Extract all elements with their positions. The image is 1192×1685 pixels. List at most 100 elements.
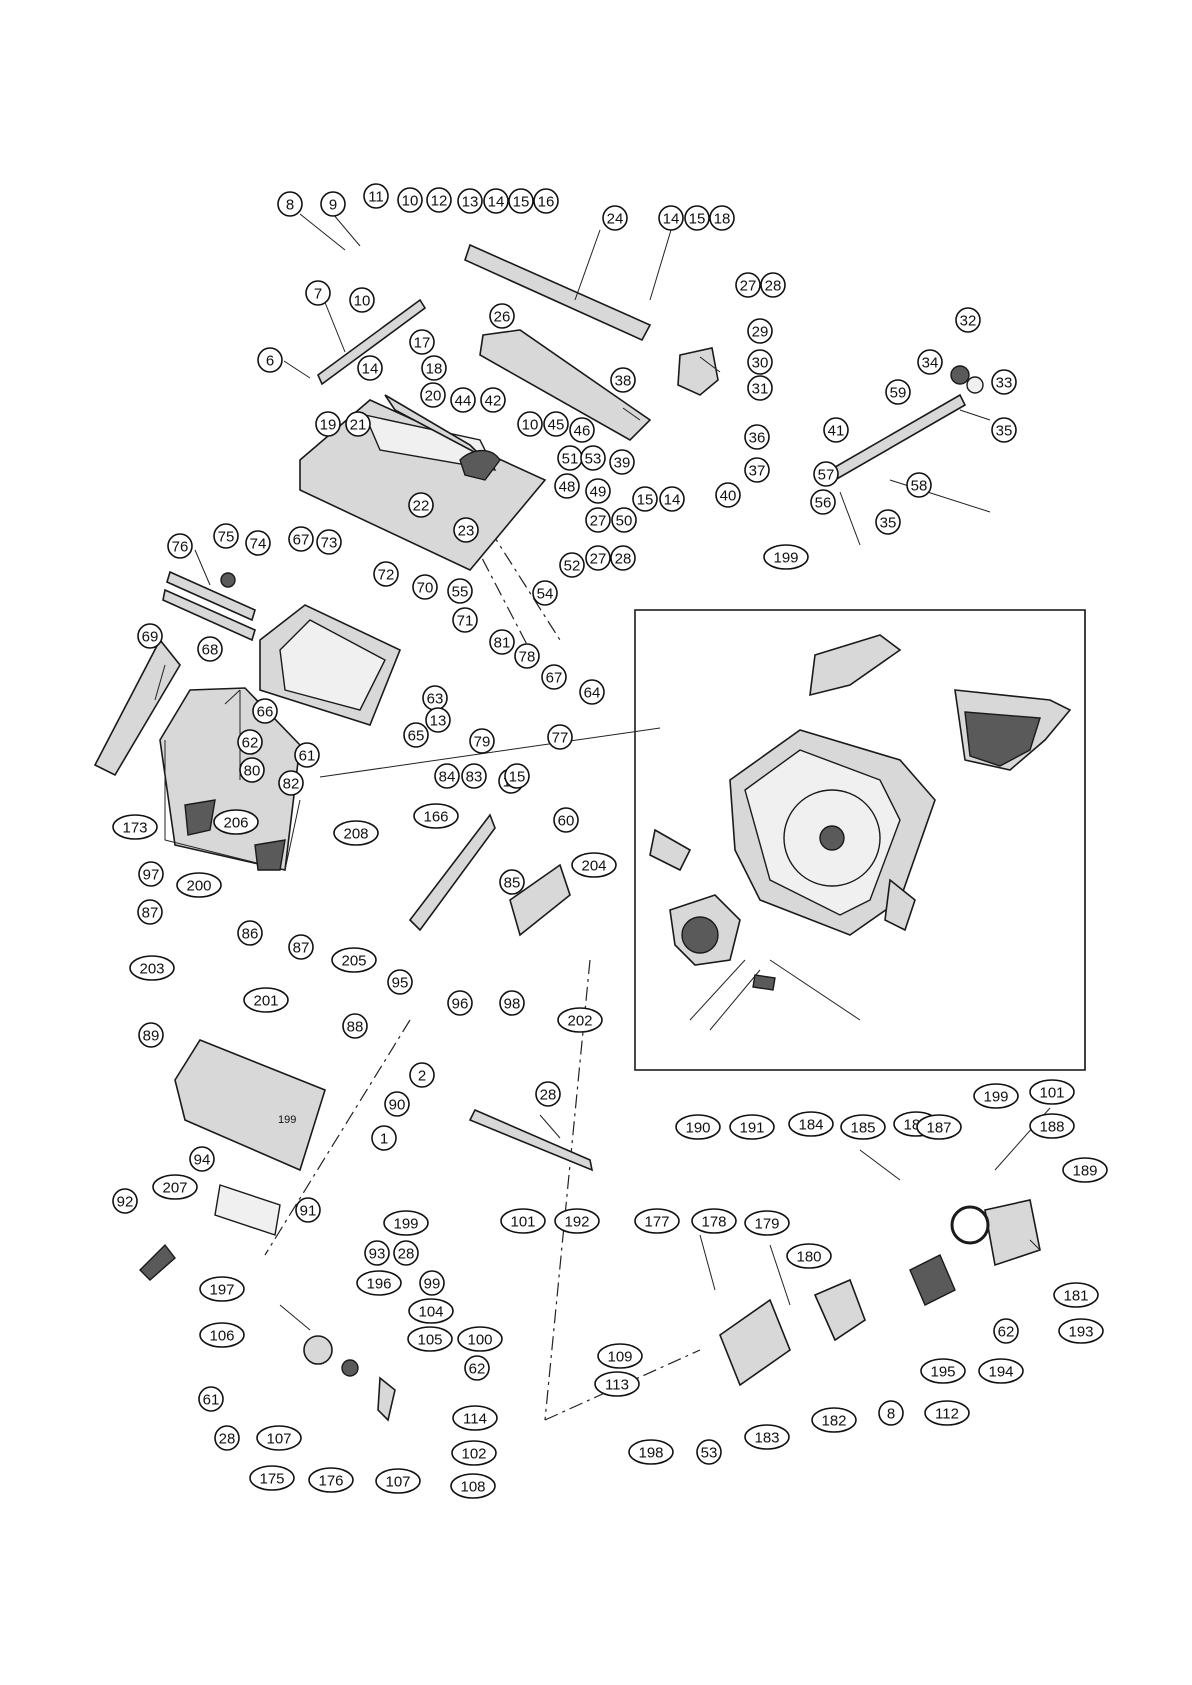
part-callout: 101 [1029,1079,1075,1105]
part-callout: 16 [533,188,559,214]
callout-bubble [517,411,543,437]
callout-bubble [1029,1113,1075,1139]
callout-bubble [199,1322,245,1348]
callout-bubble [138,861,164,887]
part-callout: 24 [602,205,628,231]
callout-bubble [112,814,158,840]
part-callout: 46 [569,417,595,443]
part-callout: 62 [237,729,263,755]
callout-bubble [315,411,341,437]
callout-number: 30 [752,355,769,372]
callout-bubble [585,545,611,571]
part-callout: 72 [373,561,399,587]
part-callout: 193 [1058,1318,1104,1344]
callout-bubble [237,729,263,755]
part-callout: 94 [189,1146,215,1172]
callout-number: 46 [574,423,591,440]
part-callout: 97 [138,861,164,887]
callout-bubble [213,523,239,549]
callout-number: 50 [616,513,633,530]
callout-number: 48 [559,479,576,496]
callout-bubble [288,934,314,960]
callout-number: 22 [413,498,430,515]
callout-number: 109 [607,1349,632,1366]
part-callout: 21 [345,411,371,437]
callout-bubble [256,1425,302,1451]
callout-bubble [451,1440,497,1466]
callout-number: 70 [417,580,434,597]
callout-number: 85 [504,875,521,892]
callout-bubble [483,188,509,214]
callout-number: 10 [402,193,419,210]
part-callout: 107 [375,1468,421,1494]
part-callout: 51 [557,445,583,471]
part-callout: 15 [632,486,658,512]
part-callout: 109 [597,1343,643,1369]
callout-number: 205 [341,953,366,970]
callout-number: 78 [519,649,536,666]
callout-bubble [840,1114,886,1140]
callout-number: 18 [426,361,443,378]
callout-number: 35 [880,515,897,532]
callout-number: 208 [343,826,368,843]
callout-bubble [308,1467,354,1493]
callout-bubble [532,580,558,606]
callout-bubble [973,1083,1019,1109]
callout-number: 69 [142,629,159,646]
callout-bubble [480,387,506,413]
part-callout: 22 [408,492,434,518]
callout-bubble [585,478,611,504]
part-callout: 70 [412,574,438,600]
callout-bubble [597,1343,643,1369]
callout-bubble [632,486,658,512]
callout-number: 207 [162,1180,187,1197]
callout-bubble [434,763,460,789]
callout-bubble [320,191,346,217]
callout-bubble [408,492,434,518]
part-callout: 39 [609,449,635,475]
part-callout: 183 [744,1424,790,1450]
callout-number: 13 [462,194,479,211]
part-callout: 99 [419,1270,445,1296]
callout-number: 114 [463,1411,487,1428]
part-callout: 191 [729,1114,775,1140]
callout-bubble [450,387,476,413]
callout-bubble [413,803,459,829]
callout-bubble [715,482,741,508]
callout-bubble [407,1326,453,1352]
part-callout: 185 [840,1114,886,1140]
callout-bubble [176,872,222,898]
callout-number: 79 [474,734,491,751]
part-callout: 178 [691,1208,737,1234]
part-callout: 58 [906,472,932,498]
callout-number: 21 [350,417,367,434]
callout-bubble [426,187,452,213]
part-callout: 93 [364,1240,390,1266]
part-callout: 92 [112,1188,138,1214]
callout-number: 39 [614,455,631,472]
part-callout: 63 [422,685,448,711]
callout-bubble [991,369,1017,395]
callout-bubble [744,424,770,450]
part-callout: 8 [277,191,303,217]
callout-bubble [747,318,773,344]
callout-number: 42 [485,393,502,410]
callout-bubble [602,205,628,231]
part-callout: 189 [1062,1157,1108,1183]
callout-bubble [294,742,320,768]
callout-number: 179 [754,1216,779,1233]
callout-number: 17 [414,335,431,352]
part-callout: 204 [571,852,617,878]
callout-bubble [342,1013,368,1039]
callout-bubble [489,629,515,655]
callout-bubble [425,707,451,733]
callout-bubble [823,417,849,443]
part-callout: 90 [384,1091,410,1117]
part-callout: 13 [457,188,483,214]
callout-bubble [412,574,438,600]
callout-number: 14 [362,361,379,378]
callout-number: 32 [960,313,977,330]
callout-number: 87 [142,905,159,922]
callout-number: 191 [739,1120,764,1137]
